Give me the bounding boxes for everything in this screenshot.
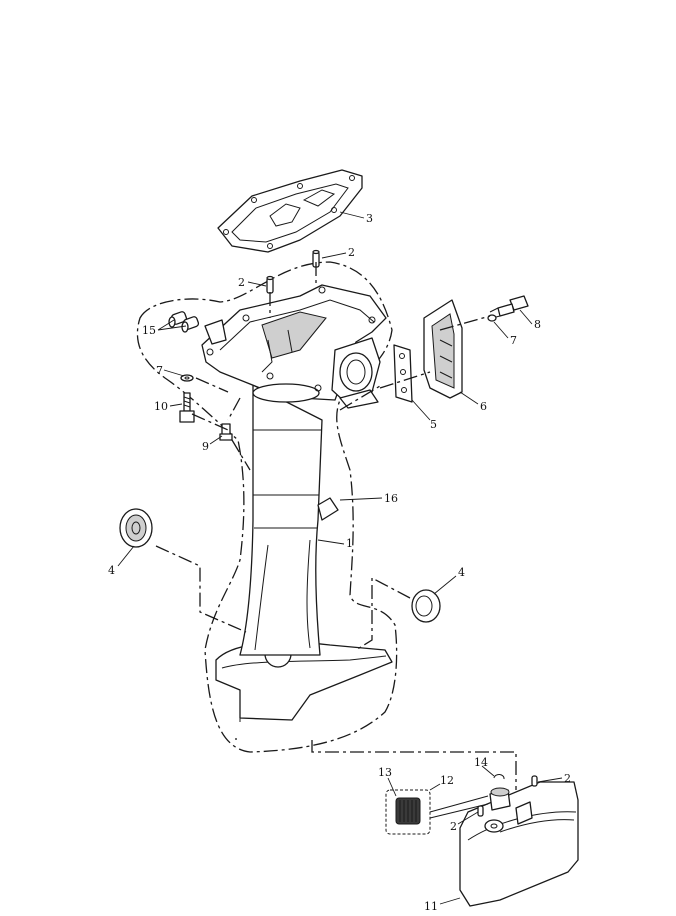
callout-6: 6 (480, 400, 487, 413)
bolt-left (179, 392, 195, 423)
drive-shaft-housing (201, 284, 393, 722)
mount-bolt-right (487, 295, 529, 322)
callout-16: 16 (384, 492, 398, 505)
grommet-left (119, 508, 153, 548)
callout-15: 15 (142, 324, 156, 337)
rubber-mount (423, 299, 463, 399)
dowel-pin-upper (312, 249, 320, 268)
callout-2-cover-right: 2 (564, 772, 571, 785)
callout-7-right: 7 (510, 334, 517, 347)
washer-left (180, 374, 194, 382)
dowel-pin-cover-a (531, 775, 538, 787)
assembly-lines (155, 262, 517, 819)
circlip (493, 773, 505, 780)
callout-12: 12 (440, 774, 454, 787)
callout-7-left: 7 (156, 364, 163, 377)
filter-housing (489, 787, 511, 811)
callout-9: 9 (202, 440, 209, 453)
callout-4-left: 4 (108, 564, 115, 577)
callout-10: 10 (154, 400, 168, 413)
callout-4-right: 4 (458, 566, 465, 579)
leader-lines (117, 211, 563, 905)
side-plate-gasket (393, 344, 413, 403)
dowel-pin-left (266, 275, 274, 294)
filter-element (385, 789, 431, 835)
plug-right (411, 589, 441, 623)
callout-2-upper: 2 (348, 246, 355, 259)
grease-fitting (219, 423, 233, 441)
callout-1: 1 (346, 537, 353, 550)
callout-11: 11 (424, 900, 438, 913)
callout-3: 3 (366, 212, 373, 225)
housing-dash-outline (136, 261, 398, 753)
exhaust-gasket (217, 169, 363, 253)
callout-5: 5 (430, 418, 437, 431)
callout-8: 8 (534, 318, 541, 331)
callout-2-left: 2 (238, 276, 245, 289)
callout-14: 14 (474, 756, 488, 769)
callout-2-cover-left: 2 (450, 820, 457, 833)
lower-cover (459, 781, 579, 907)
dowel-pin-cover-b (477, 805, 484, 817)
callout-13: 13 (378, 766, 392, 779)
